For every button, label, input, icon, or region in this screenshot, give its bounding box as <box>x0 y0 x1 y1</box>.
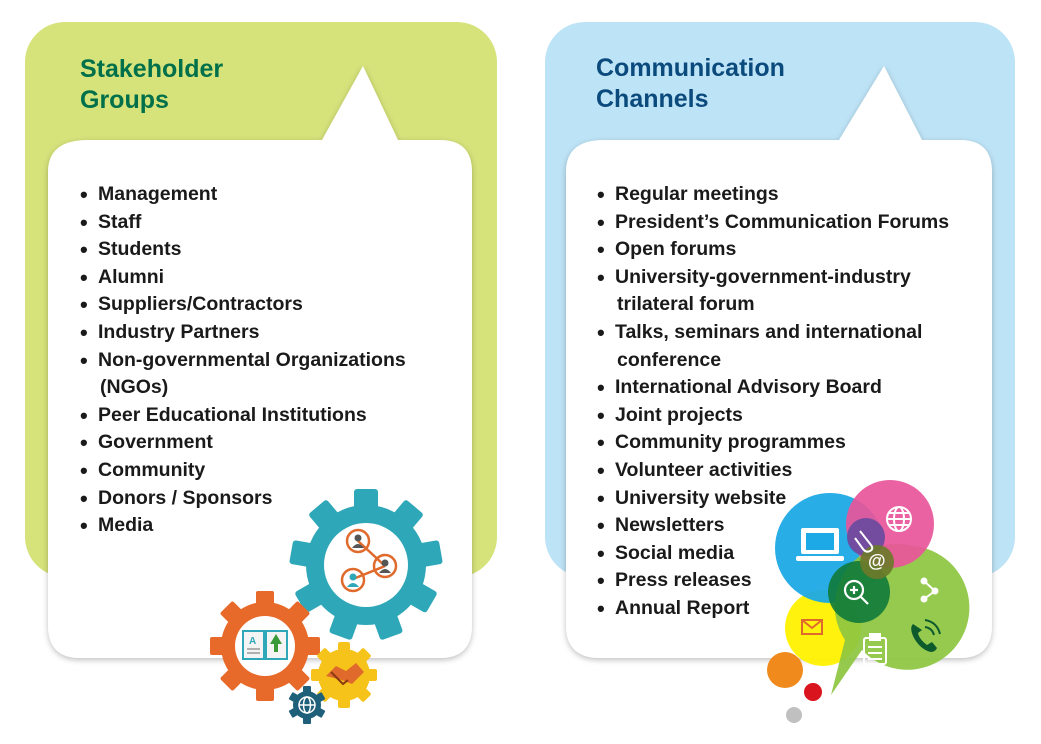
list-item: Newsletters <box>597 512 982 540</box>
globe-icon <box>298 696 316 714</box>
list-item-label: Open forums <box>615 238 737 261</box>
list-item-label: University website <box>615 486 787 509</box>
list-item-label: Donors / Sponsors <box>98 486 273 509</box>
list-item-label: Annual Report <box>615 596 750 619</box>
list-item: Community programmes <box>597 429 982 457</box>
list-item-label: Suppliers/Contractors <box>98 293 303 316</box>
stakeholder-title-line1: Stakeholder <box>80 55 224 83</box>
list-item-label: Media <box>98 514 154 537</box>
channels-title: Communication Channels <box>596 53 785 115</box>
stakeholder-title-line2: Groups <box>80 86 169 114</box>
red-dot <box>804 683 822 701</box>
list-item: Joint projects <box>597 402 982 430</box>
list-item-label: Staff <box>98 210 142 233</box>
list-item: Suppliers/Contractors <box>80 291 440 319</box>
list-item: Social media <box>597 540 982 568</box>
clipboard-icon <box>863 633 887 665</box>
list-item: Donors / Sponsors <box>80 485 440 513</box>
handshake-icon <box>326 663 364 686</box>
list-item-label: Industry Partners <box>98 320 260 343</box>
list-item-label: International Advisory Board <box>615 376 882 399</box>
list-item-label: Government <box>98 431 213 454</box>
list-item: Annual Report <box>597 595 982 623</box>
list-item-continuation: trilateral forum <box>617 293 755 316</box>
list-item: Non-governmental Organizations (NGOs) <box>80 347 440 402</box>
list-item-continuation: (NGOs) <box>100 376 169 399</box>
list-item: Students <box>80 236 440 264</box>
list-item: University-government-industry trilateral… <box>597 264 982 319</box>
list-item-label: Students <box>98 238 182 261</box>
list-item: Management <box>80 181 440 209</box>
list-item-label: President’s Communication Forums <box>615 210 950 233</box>
list-item: Open forums <box>597 236 982 264</box>
list-item: Community <box>80 457 440 485</box>
list-item: Volunteer activities <box>597 457 982 485</box>
book-icon: A <box>242 630 288 660</box>
list-item-label: Newsletters <box>615 514 725 537</box>
list-item-label: Social media <box>615 541 735 564</box>
list-item: Industry Partners <box>80 319 440 347</box>
list-item-label: Alumni <box>98 265 165 288</box>
list-item: Peer Educational Institutions <box>80 402 440 430</box>
channels-list: Regular meetings President’s Communicati… <box>597 181 982 623</box>
stakeholder-title: Stakeholder Groups <box>80 54 223 116</box>
list-item-label: Volunteer activities <box>615 458 793 481</box>
list-item: Regular meetings <box>597 181 982 209</box>
list-item: Government <box>80 429 440 457</box>
list-item: Alumni <box>80 264 440 292</box>
list-item-label: Joint projects <box>615 403 743 426</box>
list-item-label: University-government-industry <box>615 265 911 288</box>
list-item-label: Regular meetings <box>615 183 779 205</box>
list-item: Talks, seminars and international confere… <box>597 319 982 374</box>
list-item-label: Community programmes <box>615 431 846 454</box>
list-item: International Advisory Board <box>597 374 982 402</box>
list-item-continuation: conference <box>617 348 722 371</box>
list-item: President’s Communication Forums <box>597 209 982 237</box>
list-item: University website <box>597 485 982 513</box>
list-item: Press releases <box>597 567 982 595</box>
channels-title-line1: Communication <box>596 54 785 82</box>
orange-dot <box>767 652 803 688</box>
list-item-label: Talks, seminars and international <box>615 320 923 343</box>
list-item-label: Press releases <box>615 569 752 592</box>
svg-text:A: A <box>249 636 256 647</box>
list-item: Media <box>80 512 440 540</box>
list-item-label: Non-governmental Organizations <box>98 348 406 371</box>
list-item-label: Peer Educational Institutions <box>98 403 367 426</box>
list-item-label: Community <box>98 458 206 481</box>
channels-title-line2: Channels <box>596 85 709 113</box>
grey-dot <box>786 707 802 723</box>
stakeholder-list: Management Staff Students Alumni Supplie… <box>80 181 440 540</box>
list-item: Staff <box>80 209 440 237</box>
list-item-label: Management <box>98 183 218 205</box>
